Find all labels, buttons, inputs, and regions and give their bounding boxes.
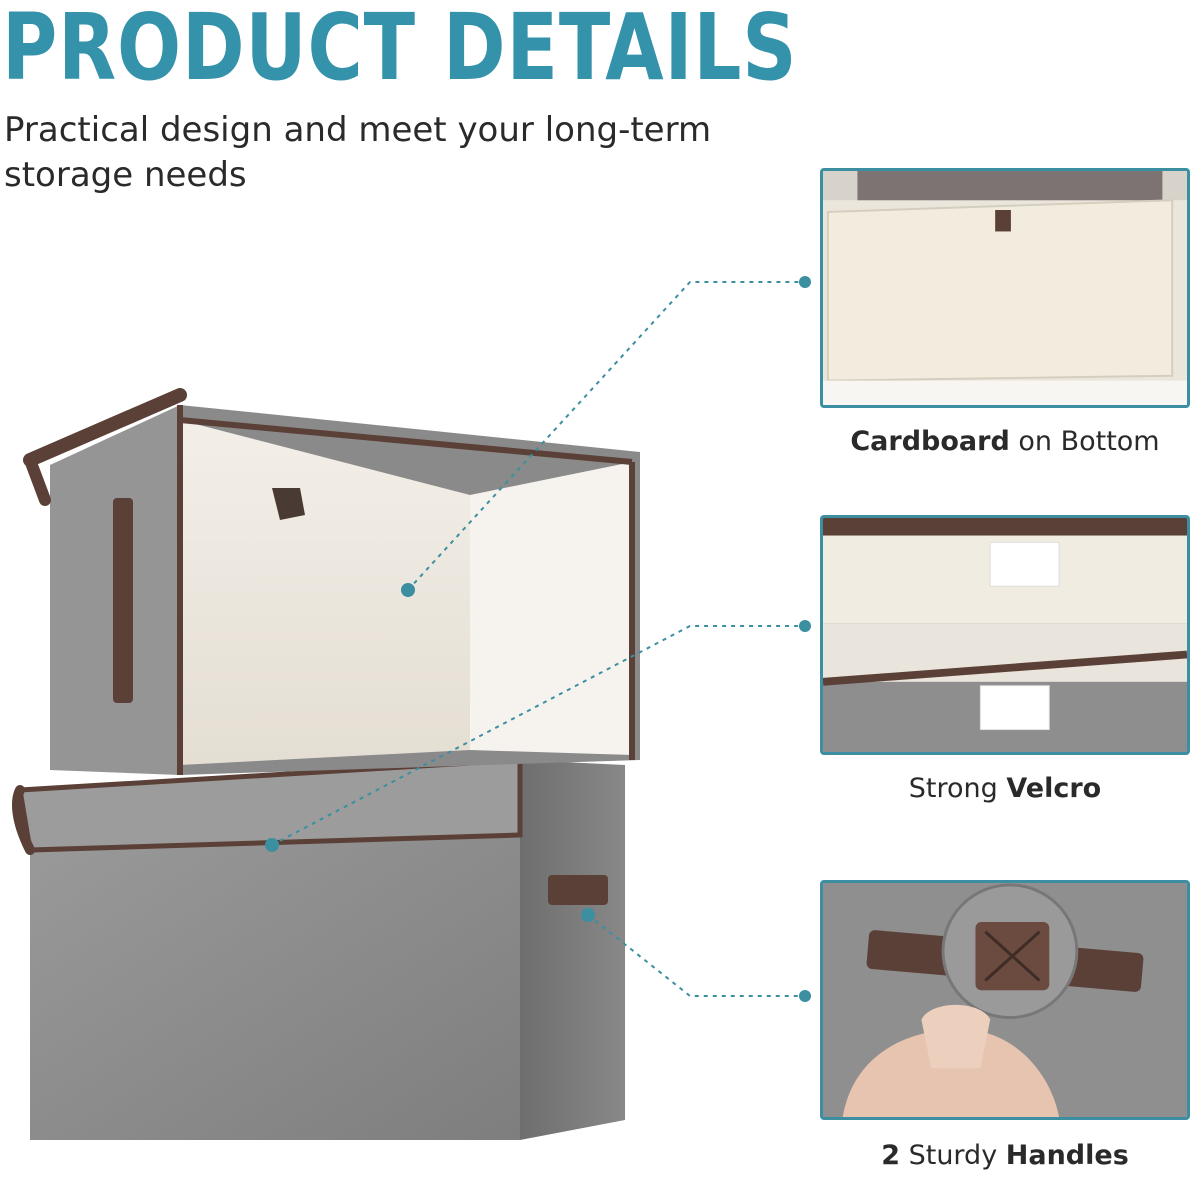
- cardboard-panel: [820, 168, 1190, 408]
- handles-caption: 2 Sturdy Handles: [881, 1140, 1129, 1171]
- page-subtitle: Practical design and meet your long-term…: [4, 110, 712, 195]
- callout-dot-icon: [799, 620, 811, 632]
- storage-box-illustration: [0, 380, 660, 1140]
- storage-box-icon: [12, 388, 640, 1140]
- velcro-caption: Strong Velcro: [908, 773, 1102, 804]
- handles-panel: [820, 880, 1190, 1120]
- cardboard-caption: Cardboard on Bottom: [850, 426, 1160, 457]
- callout-dot-icon: [799, 276, 811, 288]
- callout-dot-icon: [799, 990, 811, 1002]
- velcro-panel: [820, 515, 1190, 755]
- cardboard-icon: [823, 171, 1187, 405]
- velcro-strip-icon: [823, 518, 1187, 752]
- page-title: PRODUCT DETAILS: [2, 0, 798, 101]
- fabric-handle-icon: [823, 883, 1187, 1117]
